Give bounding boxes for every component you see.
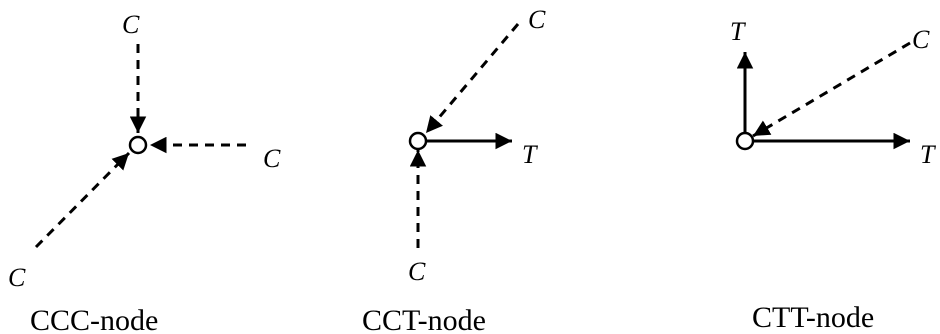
cct-node-diagram: C T C CCT-node [362,5,546,334]
cct-top-right-strut [424,23,520,134]
cct-caption: CCT-node [362,304,486,334]
ccc-label-right: C [263,144,281,173]
ccc-label-top: C [122,10,140,39]
ccc-bottom-left-strut [34,151,131,249]
cct-node [408,131,428,151]
ctt-node [735,131,755,151]
ccc-caption: CCC-node [30,304,158,334]
cct-label-bottom: C [408,257,426,286]
ctt-label-top: T [730,17,746,46]
ccc-node [128,135,148,155]
ctt-label-top-right: C [912,25,930,54]
ctt-caption: CTT-node [752,301,874,334]
cct-label-top-right: C [528,5,546,34]
ctt-top-right-strut [752,41,911,138]
ctt-label-right: T [920,140,936,169]
cct-label-right: T [522,140,538,169]
ccc-label-bottom-left: C [8,263,26,292]
ctt-node-diagram: T C T CTT-node [730,17,936,334]
ccc-node-diagram: C C C CCC-node [8,10,281,334]
